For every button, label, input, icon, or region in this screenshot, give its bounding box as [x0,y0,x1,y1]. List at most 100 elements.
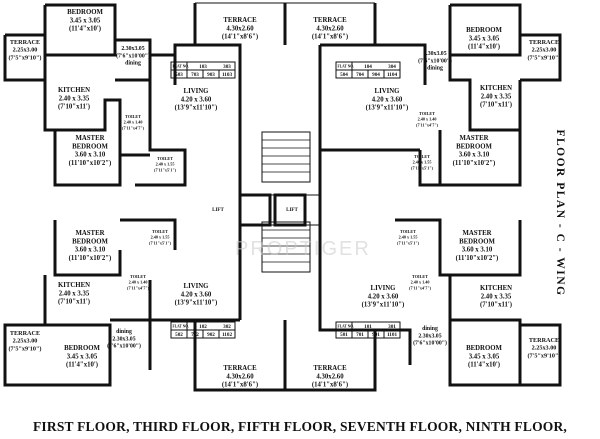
room-label-line: TERRACE [529,337,559,344]
flat-number: 903 [207,72,215,78]
room-label-line: 3.45 x 3.05 [70,17,101,24]
room-label-line: 2.40 x 1.55 [156,162,175,167]
room-label-line: (13'9"x11'10") [366,105,409,112]
room-label-line: (14'1"x8'6") [312,382,348,389]
room-label-line: BEDROOM [67,9,103,16]
room-label-line: 2.40 x 1.40 [411,280,430,285]
room-label-line: MASTER [462,230,491,237]
room-label-line: LIVING [375,88,401,95]
floor-plan-title: FLOOR PLAN - C - WING [554,129,566,297]
room-label-line: 2.30x3.05 [112,336,135,342]
room-label-line: LIVING [184,283,210,290]
room-label-line: KITCHEN [480,285,512,292]
flat-number: 704 [356,72,364,78]
room-label-line: TERRACE [223,365,257,372]
room-label-line: (7'10"x11') [58,104,90,111]
room-label-line: 4.30x2.60 [226,25,254,32]
room-label-line: (7'10"x11') [58,299,90,306]
room-label-line: (7'11"x4'7") [416,122,439,127]
room-label-line: (14'1"x8'6") [222,382,258,389]
room-label-line: (7'11"x5'1") [154,167,177,172]
room-label-line: (11'4"x10') [69,26,101,33]
room-label-line: KITCHEN [58,282,90,289]
room-label-line: TOILET [157,156,173,161]
room-label-line: 2.25x3.00 [532,345,557,352]
room-label-line: 2.40 x 1.40 [124,120,143,125]
room-label-line: (11'4"x10') [468,362,500,369]
room-label-line: 3.45 x 3.05 [67,353,98,360]
room-label-line: TOILET [125,114,141,119]
flat-table-header: FLAT NO. [173,65,190,69]
room-label-line: 4.30x2.60 [226,373,254,380]
room-label-line: 3.60 x 3.10 [75,247,106,254]
room-label-line: MASTER [75,230,104,237]
room-label-line: 2.30x3.05 [121,46,144,52]
room-label-line: (7'5"x9'10") [528,54,561,61]
floor-list-caption: FIRST FLOOR, THIRD FLOOR, FIFTH FLOOR, S… [32,418,568,434]
flat-number: 904 [372,72,380,78]
room-label-line: KITCHEN [480,85,512,92]
room-label-line: 4.20 x 3.60 [181,291,212,298]
flat-number: 303 [223,64,231,70]
flat-number: 701 [356,332,364,338]
room-label-line: dining [116,329,132,335]
room-label-line: TOILET [130,274,146,279]
room-label-line: (7'5"x9'10") [528,352,561,359]
flat-number: 501 [340,332,348,338]
room-label-line: TERRACE [529,39,559,46]
room-label-line: (13'9"x11'10") [175,105,218,112]
room-label-line: (11'4"x10') [468,44,500,51]
walls [3,2,562,392]
room-label-line: 2.25x3.00 [13,47,38,54]
room-label-line: (14'1"x8'6") [222,34,258,41]
room-label-line: (7'6"x10'00") [418,57,452,64]
flat-number: 502 [175,332,183,338]
room-label-line: (7'6"x10'00") [116,52,150,59]
room-label-line: TOILET [414,154,430,159]
watermark: PROPTIGER [235,238,371,260]
room-label-line: (7'6"x10'00") [413,340,447,347]
room-label-line: (7'11"x4'7") [409,285,432,290]
room-label-line: 2.40 x 1.55 [399,235,418,240]
flat-number: 301 [388,324,396,330]
flat-table-header: FLAT NO. [173,325,190,329]
flat-number: 702 [191,332,199,338]
room-label-line: TOILET [419,111,435,116]
flat-table-header: FLAT NO. [338,65,355,69]
room-label-line: (7'11"x4'7") [127,285,150,290]
room-label-line: 4.30x2.60 [316,25,344,32]
room-label-line: BEDROOM [466,345,502,352]
room-label-line: TOILET [412,274,428,279]
lift-left-label: LIFT [212,208,224,213]
flat-number: 302 [223,324,231,330]
